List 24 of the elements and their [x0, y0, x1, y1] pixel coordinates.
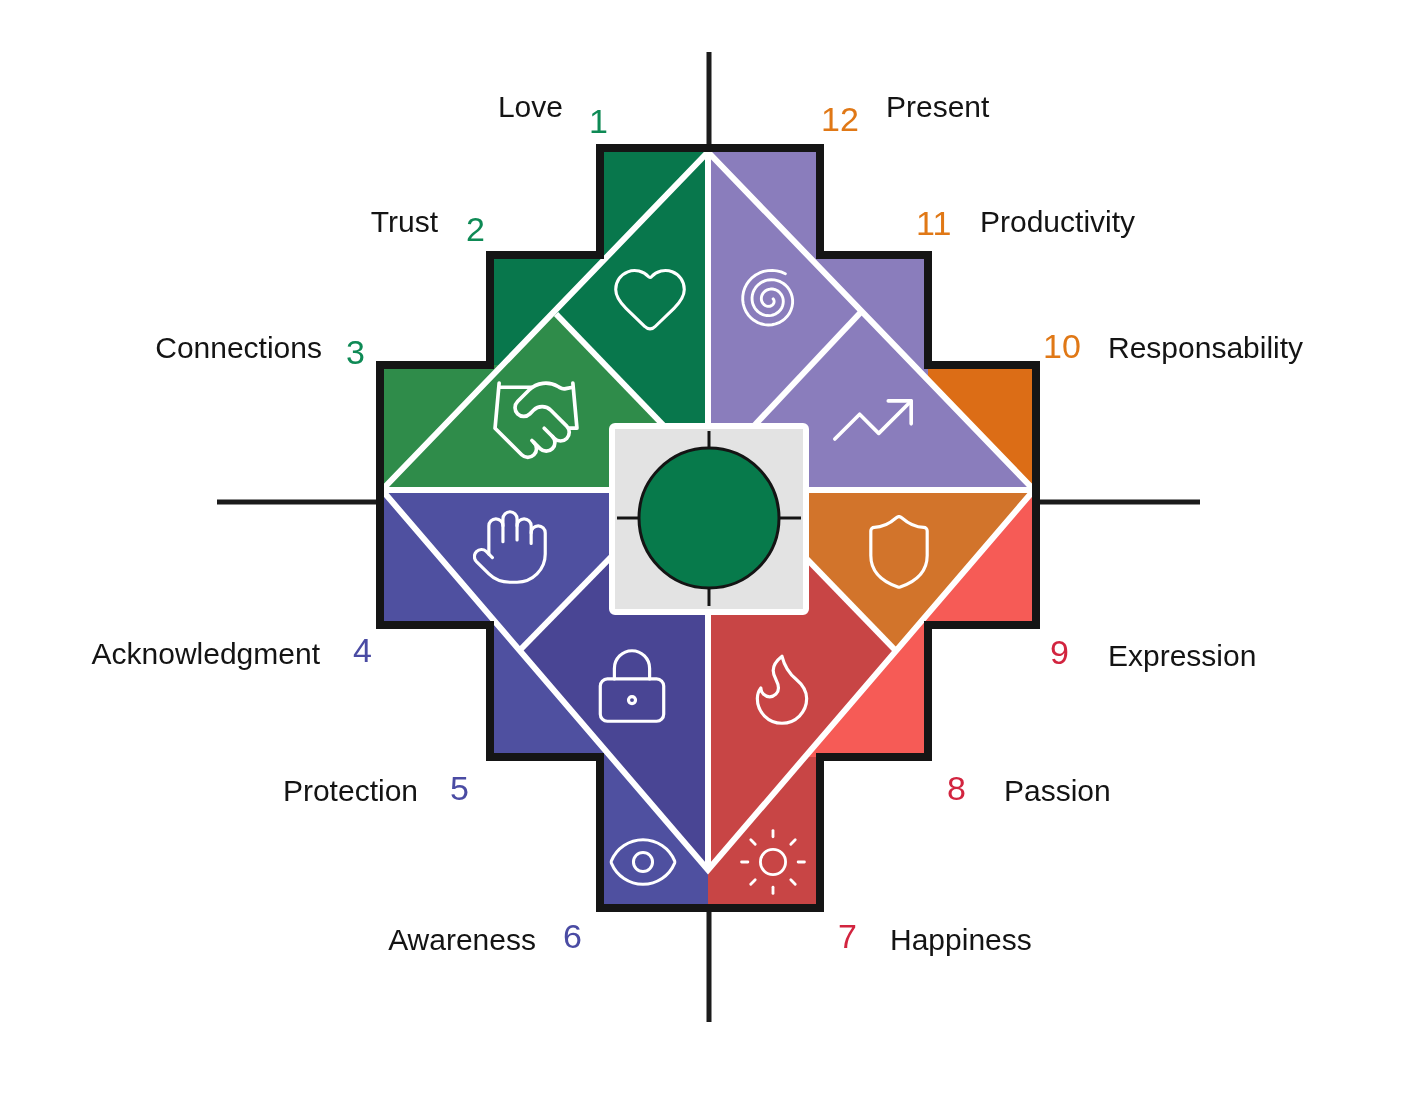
callout-number: 12	[821, 100, 859, 140]
callout-number: 4	[353, 631, 372, 671]
term-label: Expression	[1108, 638, 1257, 674]
callout-number: 8	[947, 769, 966, 809]
callout-number: 7	[838, 917, 857, 957]
term-label: Passion	[1004, 773, 1111, 809]
term-label: Trust	[370, 204, 438, 240]
callout-number: 11	[916, 204, 952, 244]
callout-number: 6	[563, 917, 582, 957]
term-label: Protection	[282, 773, 418, 809]
term-label: Love	[497, 89, 563, 125]
term-label: Happiness	[890, 922, 1032, 958]
callout-number: 3	[346, 333, 365, 373]
callout-number: 5	[450, 769, 469, 809]
callout-number: 1	[589, 102, 608, 142]
term-label: Awareness	[388, 922, 536, 958]
term-label: Responsability	[1108, 330, 1304, 366]
callout-number: 9	[1050, 633, 1069, 673]
callout-number: 2	[466, 210, 485, 250]
term-label: Productivity	[980, 204, 1136, 240]
term-label: Connections	[155, 330, 322, 366]
term-label: Present	[886, 89, 990, 125]
callout-number: 10	[1043, 327, 1081, 367]
term-label: Acknowledgment	[91, 636, 320, 672]
